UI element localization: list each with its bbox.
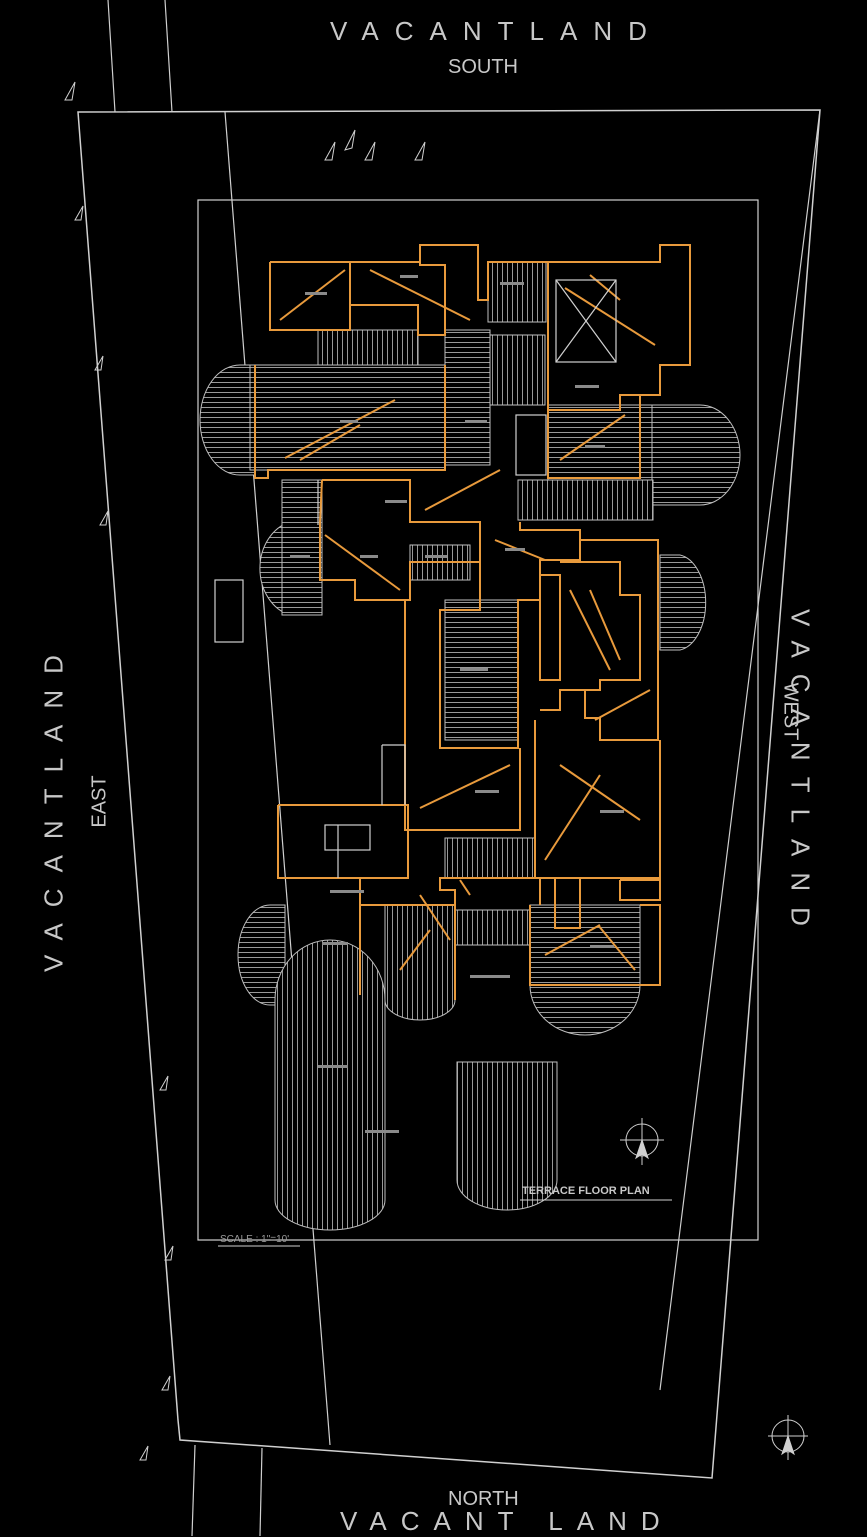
- east-direction-label: EAST: [88, 775, 111, 828]
- west-boundary-label: VACANTLAND: [785, 609, 816, 942]
- north-arrow-icon: [620, 1118, 664, 1165]
- north-arrow-icon: [768, 1415, 808, 1460]
- scale-note: SCALE : 1"=10': [220, 1234, 290, 1245]
- south-boundary-label: VACANTLAND: [330, 16, 663, 46]
- east-boundary-label: VACANTLAND: [38, 639, 69, 972]
- north-boundary-label: VACANT LAND: [340, 1506, 674, 1536]
- south-direction-label: SOUTH: [448, 56, 518, 78]
- site-boundary: [77, 109, 821, 1479]
- plan-title: TERRACE FLOOR PLAN: [522, 1185, 650, 1197]
- setback-boundary: [197, 199, 759, 1241]
- north-direction-label: NORTH: [448, 1488, 519, 1510]
- west-direction-label: WEST: [779, 682, 802, 741]
